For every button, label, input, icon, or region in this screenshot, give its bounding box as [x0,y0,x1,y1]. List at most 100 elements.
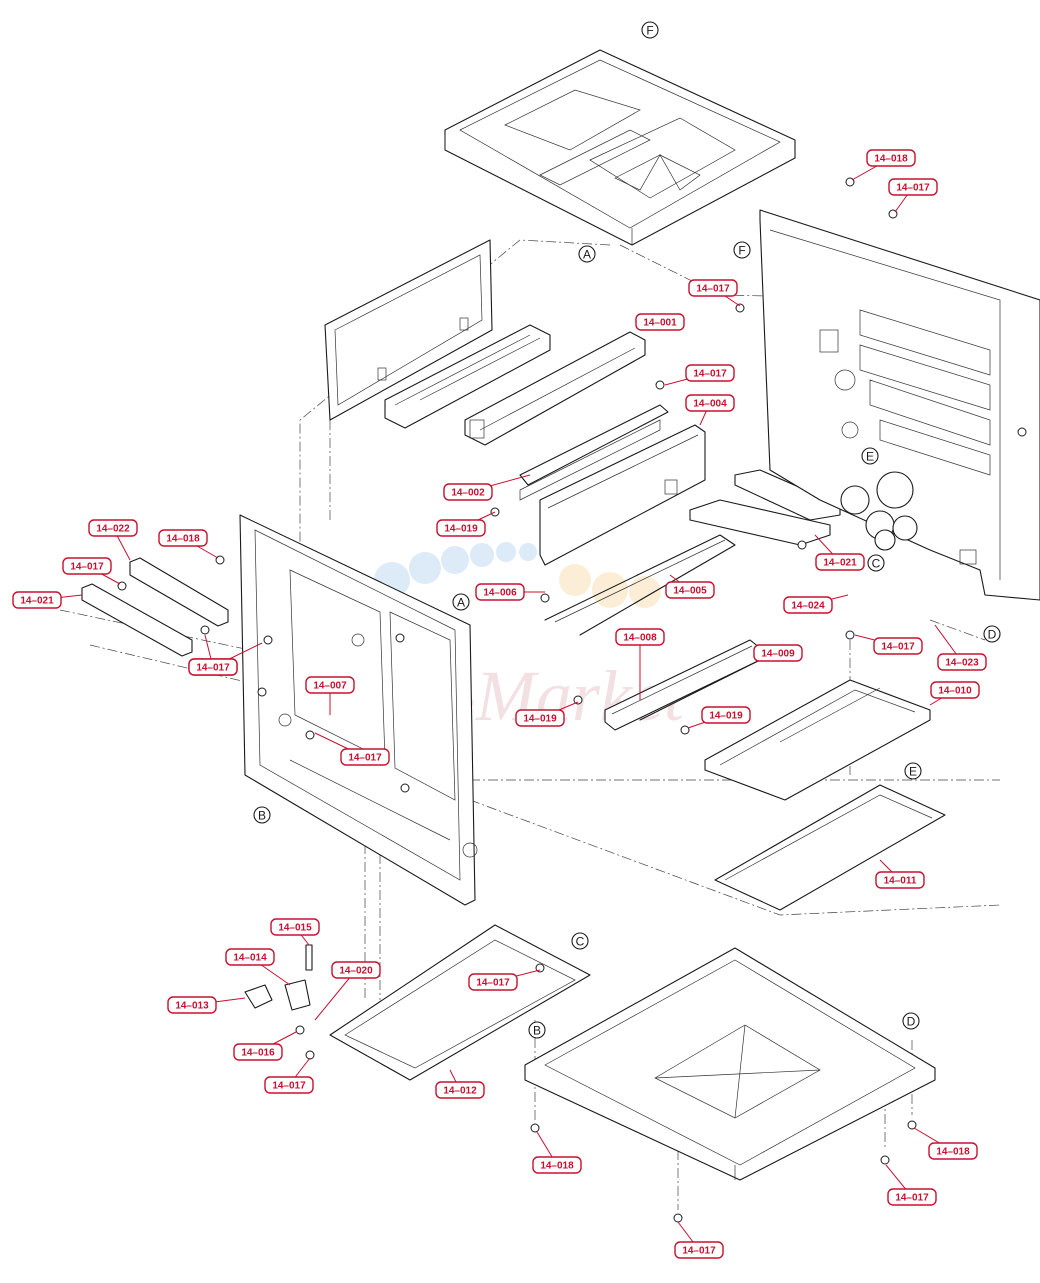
reference-circle [983,625,1001,643]
part-callout: 14–014 [225,948,275,966]
callout-box [674,1241,724,1259]
right-side-frame [759,209,1040,601]
part-callout: 14–001 [635,313,685,331]
part-callout: 14–018 [866,149,916,167]
part-number-label: 14–017 [895,1193,929,1204]
part-number-label: 14–017 [70,562,104,573]
part-number-label: 14–021 [20,596,54,607]
part-callout: 14–018 [532,1156,582,1174]
callout-box [615,628,665,646]
part-number-label: 14–019 [444,524,478,535]
reference-letter: D [988,628,997,642]
base-frame [524,947,936,1181]
reference-marker: D [902,1012,920,1030]
callout-box [685,394,735,412]
reference-letter: D [907,1015,916,1029]
callout-box [443,483,493,501]
part-number-label: 14–024 [791,601,825,612]
gear-cluster [840,471,918,551]
part-callout: 14–017 [188,658,238,676]
part-number-label: 14–007 [313,681,347,692]
part-number-label: 14–016 [241,1048,275,1059]
part-callout: 14–013 [167,996,217,1014]
paper-tray-guide [704,679,931,801]
callout-box [928,1142,978,1160]
part-number-label: 14–001 [643,318,677,329]
reference-letter: B [533,1024,541,1038]
part-number-label: 14–021 [823,558,857,569]
top-cover-plate [444,49,796,246]
reference-circle [452,593,470,611]
reference-letter: C [872,557,881,571]
reference-marker: F [641,21,659,39]
callout-box [783,596,833,614]
part-callout: 14–007 [305,676,355,694]
part-callout: 14–005 [665,581,715,599]
part-callout: 14–016 [233,1043,283,1061]
reference-circle [867,554,885,572]
part-number-label: 14–004 [693,399,727,410]
callout-box [937,653,987,671]
callout-box [515,709,565,727]
part-callout: 14–010 [930,681,980,699]
part-callout: 14–019 [515,709,565,727]
reference-circle [571,932,589,950]
part-number-label: 14–017 [881,642,915,653]
part-callout: 14–006 [475,583,525,601]
part-callout: 14–021 [815,553,865,571]
part-number-label: 14–017 [272,1081,306,1092]
reference-marker: A [578,245,596,263]
part-number-label: 14–017 [348,753,382,764]
callout-box [233,1043,283,1061]
callout-box [264,1076,314,1094]
part-number-label: 14–013 [175,1001,209,1012]
reference-circle [641,21,659,39]
part-callout: 14–015 [270,918,320,936]
callout-box [436,519,486,537]
part-number-label: 14–017 [196,663,230,674]
callout-box [468,973,518,991]
part-number-label: 14–017 [682,1246,716,1257]
callout-box [866,149,916,167]
part-number-label: 14–018 [936,1147,970,1158]
part-number-label: 14–018 [540,1161,574,1172]
part-number-label: 14–017 [476,978,510,989]
part-callout: 14–017 [688,279,738,297]
callout-box [888,178,938,196]
reference-circle [904,762,922,780]
callout-box [340,748,390,766]
part-callout: 14–024 [783,596,833,614]
rail-right [689,469,841,546]
reference-letter: E [909,765,917,779]
part-number-label: 14–010 [938,686,972,697]
left-side-frame [239,514,478,906]
part-callout: 14–020 [331,961,381,979]
rail-left [81,557,229,657]
reference-marker: D [983,625,1001,643]
part-callout: 14–017 [685,364,735,382]
part-callout: 14–017 [888,178,938,196]
callout-box [930,681,980,699]
part-number-label: 14–018 [874,154,908,165]
long-side-panel [539,424,706,566]
reference-marker: B [528,1021,546,1039]
rod-rail [544,534,736,636]
part-callout: 14–017 [62,557,112,575]
callout-box [887,1188,937,1206]
callout-box [665,581,715,599]
part-callout: 14–017 [887,1188,937,1206]
reference-marker: B [253,806,271,824]
callout-box [225,948,275,966]
part-number-label: 14–002 [451,488,485,499]
callout-box [688,279,738,297]
part-number-label: 14–019 [709,711,743,722]
callout-box [635,313,685,331]
part-callout: 14–002 [443,483,493,501]
reference-circle [902,1012,920,1030]
part-callout: 14–021 [12,591,62,609]
part-number-label: 14–009 [761,649,795,660]
part-number-label: 14–017 [696,284,730,295]
